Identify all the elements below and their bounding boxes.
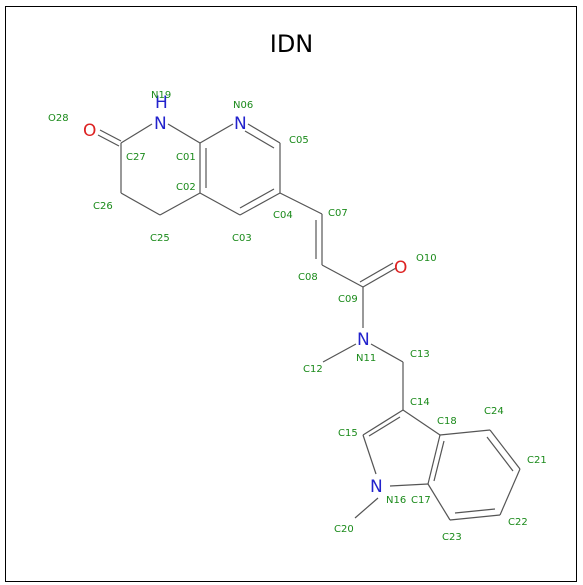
bond-c09-o10-double	[359, 262, 394, 283]
label-c20: C20	[334, 524, 354, 535]
atom-n19: N	[154, 114, 167, 134]
label-c05: C05	[289, 135, 309, 146]
label-c08: C08	[298, 272, 318, 283]
bond-c04-c03-inner	[239, 188, 275, 209]
atom-n11: N	[357, 330, 370, 350]
bond-c04-c07	[279, 192, 323, 215]
heteroatoms: O H N N O N N	[83, 93, 407, 497]
bond-c03-c02	[199, 192, 241, 216]
bond-c17-c18-inner	[433, 440, 445, 482]
bond-c15-n16	[362, 434, 377, 475]
label-c24: C24	[484, 406, 504, 417]
label-c09: C09	[338, 294, 358, 305]
atom-o28: O	[83, 121, 96, 141]
bond-n11-c12	[322, 343, 357, 363]
label-n19: N19	[151, 90, 171, 101]
label-c25: C25	[150, 233, 170, 244]
atom-n19-h: H	[155, 93, 168, 113]
atom-n16: N	[370, 477, 383, 497]
label-c02: C02	[176, 182, 196, 193]
label-c23: C23	[442, 532, 462, 543]
bond-c09-o10	[362, 267, 397, 288]
label-c18: C18	[437, 416, 457, 427]
atom-n06: N	[234, 114, 247, 134]
label-o10: O10	[416, 253, 437, 264]
bond-o28-c27	[99, 129, 122, 142]
label-c27: C27	[126, 152, 146, 163]
diagram-title: IDN	[269, 30, 314, 58]
bond-c14-c15	[362, 409, 404, 436]
label-n06: N06	[233, 100, 253, 111]
bond-c14-c15-inner	[368, 416, 401, 437]
bond-n11-c13	[370, 343, 404, 363]
label-c04: C04	[273, 210, 293, 221]
label-c14: C14	[410, 397, 430, 408]
label-c01: C01	[176, 152, 196, 163]
bond-c24-c21-inner	[486, 436, 514, 472]
bond-c04-c03	[239, 192, 281, 216]
label-c07: C07	[328, 208, 348, 219]
bond-c21-c22	[499, 468, 521, 516]
bonds	[97, 123, 521, 521]
bond-n06-c05	[247, 123, 281, 144]
bond-c18-c14	[402, 409, 441, 436]
bond-c17-c18	[427, 434, 441, 485]
bond-n16-c17	[389, 483, 429, 487]
bond-c23-c17	[427, 483, 451, 521]
bond-n16-c20	[354, 497, 379, 519]
bond-c25-c02	[159, 192, 201, 216]
label-c17: C17	[411, 495, 431, 506]
label-c21: C21	[527, 455, 547, 466]
bond-c22-c23-inner	[454, 508, 496, 514]
bond-c08-c09	[321, 264, 364, 288]
bond-c27-n19	[120, 123, 153, 144]
bond-c26-c25	[120, 192, 161, 216]
atom-o10: O	[394, 258, 407, 278]
bond-n19-c01	[167, 123, 201, 144]
bond-c24-c21	[489, 429, 521, 470]
label-c03: C03	[232, 233, 252, 244]
label-o28: O28	[48, 113, 69, 124]
bond-o28-c27-double	[97, 134, 120, 147]
bond-c18-c24	[439, 429, 491, 436]
label-n11: N11	[356, 353, 376, 364]
label-c15: C15	[338, 428, 358, 439]
bond-n06-c05-inner	[244, 130, 275, 149]
label-c13: C13	[410, 349, 430, 360]
atom-labels: O28 N19 N06 C05 C27 C01 C02 C26 C25 C03 …	[48, 90, 547, 543]
label-c26: C26	[93, 201, 113, 212]
label-n16: N16	[386, 495, 406, 506]
label-c22: C22	[508, 517, 528, 528]
bond-c22-c23	[449, 514, 501, 521]
label-c12: C12	[303, 364, 323, 375]
bond-c01-n06	[199, 123, 234, 144]
diagram-frame	[5, 6, 577, 582]
